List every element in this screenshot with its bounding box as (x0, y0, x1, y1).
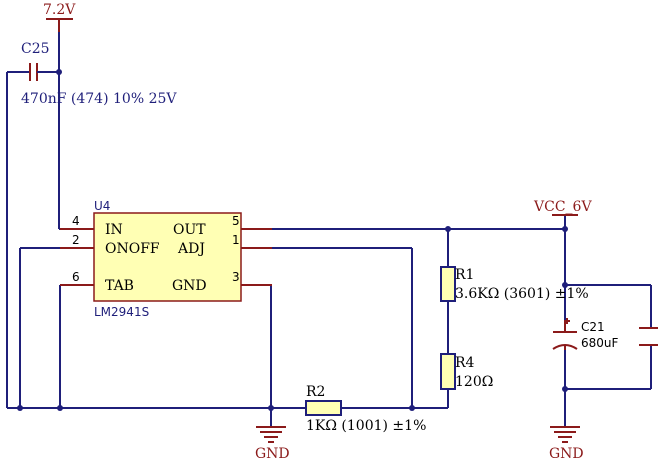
u4-pin-3-number: 3 (232, 270, 240, 284)
capacitor-right (639, 327, 658, 346)
u4-pin-in: IN (105, 222, 123, 238)
r2-value: 1KΩ (1001) ±1% (306, 418, 426, 434)
regulator-u4: U4 LM2941S 4 2 6 IN ONOFF TAB 5 1 3 OUT … (60, 199, 272, 319)
junctions (17, 69, 568, 411)
capacitor-c21: C21 680uF (552, 318, 619, 350)
u4-pin-tab: TAB (105, 278, 134, 294)
u4-pin-6-number: 6 (72, 270, 80, 284)
r1-value: 3.6KΩ (3601) ±1% (455, 286, 589, 302)
wires (6, 32, 652, 427)
r4-value: 120Ω (455, 374, 493, 390)
u4-pin-1-number: 1 (232, 233, 240, 247)
resistor-r1: R1 3.6KΩ (3601) ±1% (440, 266, 589, 302)
vin-label: 7.2V (43, 2, 76, 18)
u4-pin-gnd: GND (172, 278, 207, 294)
vcc-power-port: VCC_6V (533, 199, 592, 216)
vcc-label: VCC_6V (533, 199, 592, 215)
c25-value: 470nF (474) 10% 25V (21, 91, 177, 107)
c25-designator: C25 (21, 41, 50, 57)
ground-symbol-right: GND (549, 426, 584, 462)
gnd-left-label: GND (255, 446, 290, 462)
c21-value: 680uF (581, 336, 619, 350)
u4-pin-2-number: 2 (72, 233, 80, 247)
u4-pin-onoff: ONOFF (105, 241, 160, 257)
ground-symbol-left: GND (255, 426, 290, 462)
gnd-right-label: GND (549, 446, 584, 462)
u4-pin-4-number: 4 (72, 214, 80, 228)
r1-designator: R1 (455, 267, 474, 283)
u4-pin-adj: ADJ (177, 241, 205, 257)
u4-part-number: LM2941S (94, 305, 149, 319)
resistor-r4: R4 120Ω (440, 353, 493, 390)
vin-power-port: 7.2V (43, 2, 76, 32)
u4-pin-out: OUT (173, 222, 206, 238)
u4-designator: U4 (94, 199, 110, 213)
u4-pin-5-number: 5 (232, 214, 240, 228)
resistor-r2: R2 1KΩ (1001) ±1% (305, 384, 426, 434)
r4-designator: R4 (455, 355, 475, 371)
r2-designator: R2 (306, 384, 325, 400)
c21-designator: C21 (581, 320, 605, 334)
capacitor-c25: C25 470nF (474) 10% 25V (7, 41, 177, 107)
